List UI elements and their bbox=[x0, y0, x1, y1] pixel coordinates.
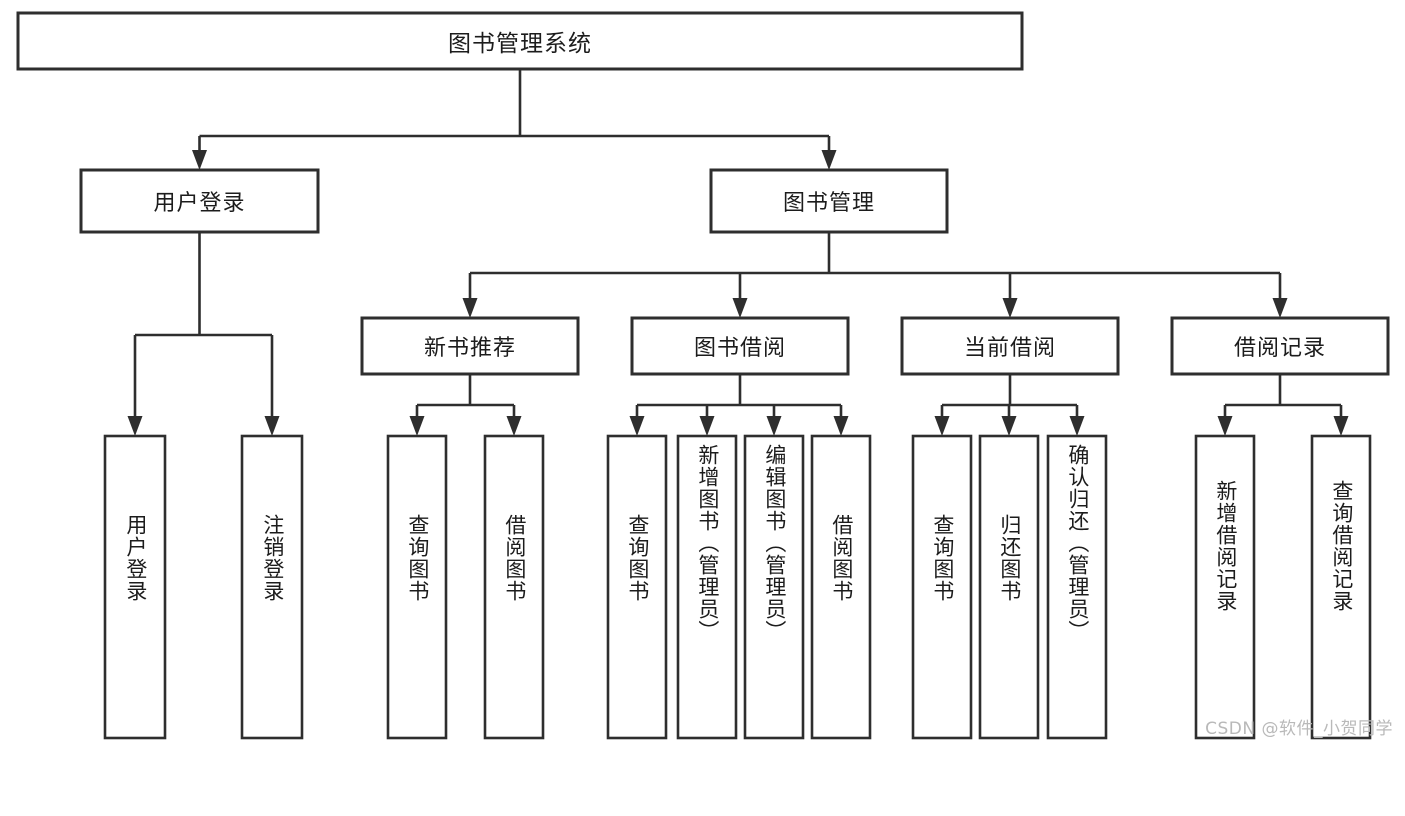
node-leaf-query-book-3-box[interactable] bbox=[911, 434, 973, 740]
arrow-head-leaf-user-login bbox=[127, 416, 143, 436]
node-leaf-edit-book-box[interactable] bbox=[743, 434, 805, 740]
arrow-head-leaf-edit-book bbox=[766, 416, 782, 436]
arrow-head-leaf-confirm-return bbox=[1069, 416, 1085, 436]
node-leaf-add-book-box[interactable] bbox=[676, 434, 738, 740]
arrow-head-leaf-query-book-1 bbox=[409, 416, 425, 436]
node-current-borrow-box[interactable] bbox=[900, 316, 1120, 376]
arrow-head-leaf-user-logout bbox=[264, 416, 280, 436]
arrow-head-leaf-borrow-book-1 bbox=[506, 416, 522, 436]
arrow-head-leaf-query-book-2 bbox=[629, 416, 645, 436]
edge-group-user-login bbox=[127, 232, 280, 436]
node-leaf-query-record-box[interactable] bbox=[1310, 434, 1372, 740]
arrow-head-leaf-query-book-3 bbox=[934, 416, 950, 436]
arrow-head-user-login bbox=[192, 150, 207, 170]
node-book-manage-box[interactable] bbox=[709, 168, 949, 234]
edge-group-current-borrow bbox=[934, 374, 1085, 436]
node-leaf-query-book-2-box[interactable] bbox=[606, 434, 668, 740]
edge-group-book-borrow bbox=[629, 374, 849, 436]
node-leaf-confirm-return-box[interactable] bbox=[1046, 434, 1108, 740]
node-leaf-borrow-book-2-box[interactable] bbox=[810, 434, 872, 740]
arrow-head-leaf-borrow-book-2 bbox=[833, 416, 849, 436]
arrow-head-leaf-return-book bbox=[1001, 416, 1017, 436]
arrow-head-borrow-record bbox=[1272, 298, 1288, 318]
arrow-head-current-borrow bbox=[1002, 298, 1018, 318]
diagram-canvas: 图书管理系统 用户登录 图书管理 新书推荐 图书借阅 当前借阅 借阅记录 用户登… bbox=[16, 11, 1393, 740]
node-leaf-add-record-box[interactable] bbox=[1194, 434, 1256, 740]
tree-diagram-svg bbox=[16, 11, 1390, 740]
node-leaf-borrow-book-1-box[interactable] bbox=[483, 434, 545, 740]
node-leaf-user-login-box[interactable] bbox=[103, 434, 167, 740]
arrow-head-leaf-add-record bbox=[1217, 416, 1233, 436]
node-new-book-rec-box[interactable] bbox=[360, 316, 580, 376]
node-leaf-user-logout-box[interactable] bbox=[240, 434, 304, 740]
edge-group-borrow-record bbox=[1217, 374, 1349, 436]
arrow-head-new-book-rec bbox=[462, 298, 478, 318]
csdn-watermark: CSDN @软件_小贺同学 bbox=[1205, 719, 1393, 739]
node-root-box[interactable] bbox=[16, 11, 1024, 71]
arrow-head-book-manage bbox=[821, 150, 837, 170]
arrow-head-book-borrow bbox=[732, 298, 748, 318]
node-user-login-box[interactable] bbox=[79, 168, 320, 234]
arrow-head-leaf-add-book bbox=[699, 416, 715, 436]
edge-group-root bbox=[192, 69, 837, 170]
node-leaf-return-book-box[interactable] bbox=[978, 434, 1040, 740]
node-borrow-record-box[interactable] bbox=[1170, 316, 1390, 376]
node-leaf-query-book-1-box[interactable] bbox=[386, 434, 448, 740]
edge-group-new-book-rec bbox=[409, 374, 522, 436]
edge-group-book-manage bbox=[462, 232, 1288, 318]
arrow-head-leaf-query-record bbox=[1333, 416, 1349, 436]
node-book-borrow-box[interactable] bbox=[630, 316, 850, 376]
